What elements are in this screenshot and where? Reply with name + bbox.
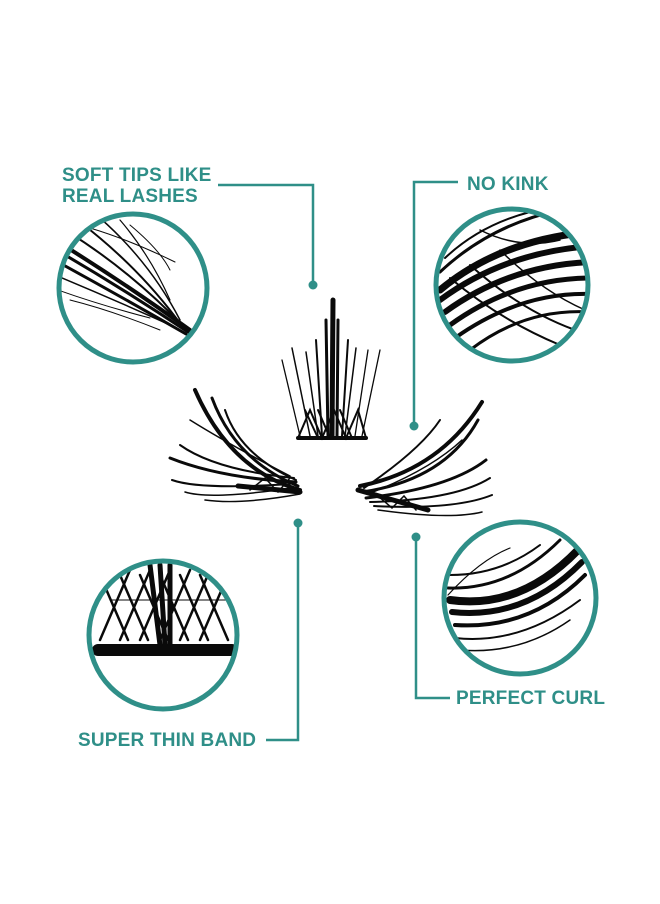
- label-soft-tips-line2: REAL LASHES: [62, 186, 198, 207]
- callout-dots: [293, 280, 421, 542]
- label-soft-tips-line1: SOFT TIPS LIKE: [62, 165, 212, 186]
- soft-tips-closeup: [56, 211, 210, 365]
- callout-line-no-kink: [412, 180, 458, 425]
- label-no-kink: NO KINK: [467, 174, 549, 195]
- label-soft-tips: SOFT TIPS LIKE REAL LASHES: [62, 165, 212, 207]
- no-kink-closeup: [433, 206, 591, 364]
- right-lash-cluster: [355, 400, 493, 517]
- center-lash-cluster: [281, 297, 381, 441]
- callout-dot-super-thin-band: [293, 518, 303, 528]
- callout-dot-no-kink: [409, 421, 419, 431]
- thin-band-closeup: [86, 558, 240, 712]
- perfect-curl-closeup: [441, 519, 599, 677]
- label-perfect-curl: PERFECT CURL: [456, 688, 606, 709]
- callout-line-perfect-curl: [414, 537, 450, 700]
- callout-dot-soft-tips: [308, 280, 318, 290]
- callout-lines: [218, 180, 458, 742]
- left-lash-cluster: [168, 388, 303, 503]
- callout-line-super-thin-band: [266, 524, 300, 742]
- callout-dot-perfect-curl: [411, 532, 421, 542]
- callout-line-soft-tips: [218, 183, 315, 283]
- label-super-thin-band: SUPER THIN BAND: [78, 730, 257, 751]
